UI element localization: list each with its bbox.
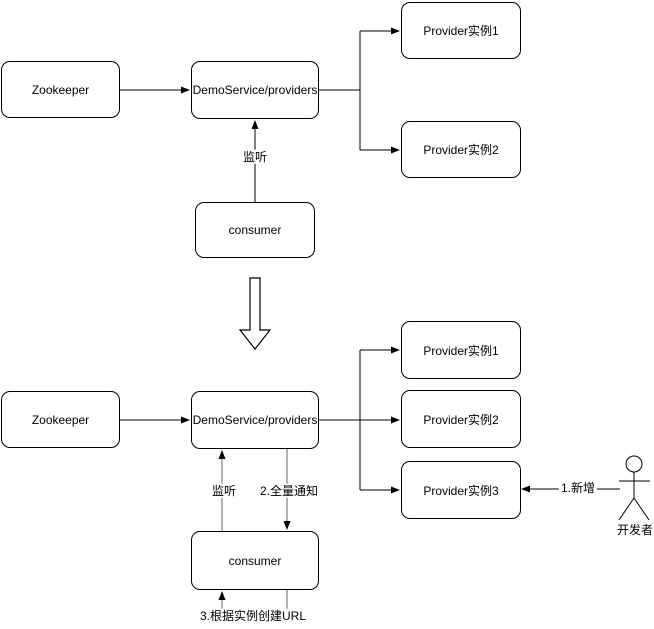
bottom-arrowheads [181,346,530,600]
zookeeper-box-top: Zookeeper [1,61,120,118]
consumer-box-bottom: consumer [191,531,319,590]
registry-box-top: DemoService/providers [191,61,319,119]
arrowhead-right-icon [391,146,400,154]
arrowhead-right-icon [391,27,400,35]
arrowhead-right-icon [181,416,190,424]
actor-leg-right [633,497,650,521]
add-label: 1.新增 [558,480,598,496]
arrowhead-left-icon [521,485,530,493]
provider1-box-bottom: Provider实例1 [401,321,521,379]
transition-down-arrow-icon [238,277,272,350]
actor-head [625,455,643,473]
listen-label-bottom: 监听 [209,483,239,499]
consumer-box-top: consumer [195,202,315,258]
actor-leg-left [618,497,635,521]
developer-label: 开发者 [614,522,654,538]
arrowhead-right-icon [391,346,400,354]
provider2-box-top: Provider实例2 [401,121,521,178]
create-url-label: 3.根据实例创建URL [197,608,309,624]
provider1-box-top: Provider实例1 [401,2,521,59]
arrowhead-down-icon [283,521,291,530]
arrowhead-right-icon [181,86,190,94]
arrowhead-up-icon [251,120,259,129]
listen-label-top: 监听 [240,149,270,165]
arrowhead-up-icon [218,591,226,600]
bottom-connectors [120,349,620,491]
developer-actor-icon [618,455,650,521]
zookeeper-box-bottom: Zookeeper [1,391,120,448]
arrowhead-right-icon [391,486,400,494]
registry-box-bottom: DemoService/providers [191,391,319,449]
top-arrowheads [181,27,400,154]
notify-label: 2.全量通知 [257,483,321,499]
arrowhead-up-icon [218,450,226,459]
provider3-box-bottom: Provider实例3 [401,461,521,519]
top-connectors [120,30,392,202]
arrowhead-right-icon [391,416,400,424]
provider2-box-bottom: Provider实例2 [401,390,521,448]
